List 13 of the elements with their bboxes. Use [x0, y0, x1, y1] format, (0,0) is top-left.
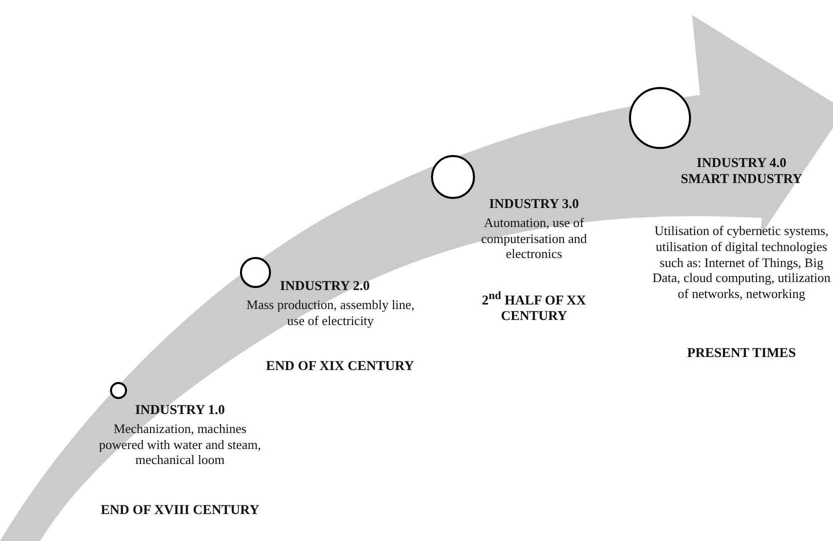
stage-description: Mechanization, machines powered with water and steam, mechanical loom: [98, 421, 262, 468]
period-label: 2$^{nd}$ HALF OF XX CENTURY: [480, 290, 588, 324]
stage-description: Automation, use of computerisation and electronics: [480, 215, 588, 262]
period-label: PRESENT TIMES: [686, 345, 797, 361]
stage-heading: INDUSTRY 3.0: [488, 196, 580, 212]
stage-heading: INDUSTRY 1.0: [134, 402, 226, 418]
stage-heading: INDUSTRY 2.0: [279, 278, 371, 294]
stage-description: Utilisation of cybernetic systems, utilisation of digital technologies such as: Internet of Things, Big Data, cloud computing, utilization of networks, networking: [652, 223, 832, 302]
period-label: END OF XVIII CENTURY: [100, 502, 260, 518]
stage-description: Mass production, assembly line, use of electricity: [246, 297, 416, 328]
period-label: END OF XIX CENTURY: [265, 358, 415, 374]
stage-heading: SMART INDUSTRY: [680, 171, 804, 188]
stage-heading: INDUSTRY 4.0: [696, 155, 788, 172]
